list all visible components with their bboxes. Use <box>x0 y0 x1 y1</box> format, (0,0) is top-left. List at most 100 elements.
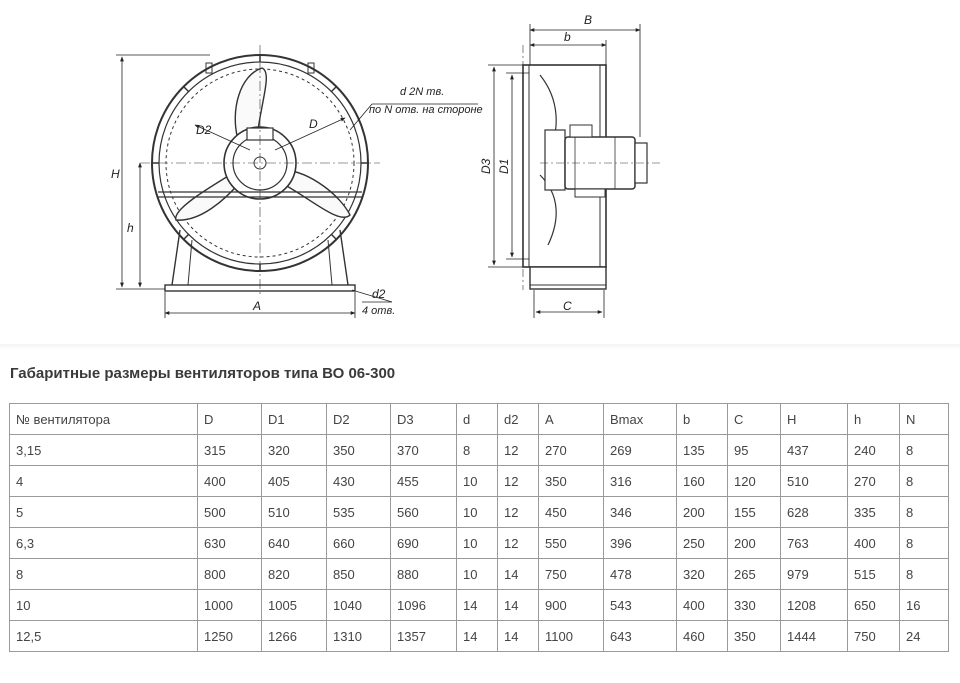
table-cell: 690 <box>390 527 457 559</box>
table-cell: 14 <box>497 620 539 652</box>
section-divider <box>0 344 960 350</box>
table-cell: 628 <box>780 496 848 528</box>
table-cell: 763 <box>780 527 848 559</box>
table-cell: 430 <box>326 465 391 497</box>
table-cell: 315 <box>197 434 262 466</box>
table-cell: 400 <box>847 527 900 559</box>
table-cell: 396 <box>603 527 677 559</box>
table-cell: 8 <box>899 434 949 466</box>
table-cell: 8 <box>456 434 498 466</box>
table-cell: 560 <box>390 496 457 528</box>
table-cell: 1444 <box>780 620 848 652</box>
table-cell: 643 <box>603 620 677 652</box>
table-cell: 6,3 <box>9 527 198 559</box>
column-header: H <box>780 403 848 435</box>
fan-technical-drawing: H h D2 D A d2 4 отв. d 2N тв. по N отв. … <box>111 13 660 318</box>
table-cell: 1100 <box>538 620 604 652</box>
table-cell: 320 <box>261 434 327 466</box>
table-cell: 8 <box>899 496 949 528</box>
table-cell: 14 <box>456 620 498 652</box>
table-cell: 250 <box>676 527 728 559</box>
table-cell: 16 <box>899 589 949 621</box>
table-cell: 400 <box>676 589 728 621</box>
column-header: b <box>676 403 728 435</box>
column-header: D3 <box>390 403 457 435</box>
table-cell: 370 <box>390 434 457 466</box>
table-cell: 478 <box>603 558 677 590</box>
table-cell: 135 <box>676 434 728 466</box>
dim-4-holes: 4 отв. <box>362 305 395 317</box>
table-cell: 24 <box>899 620 949 652</box>
table-cell: 3,15 <box>9 434 198 466</box>
table-cell: 4 <box>9 465 198 497</box>
table-cell: 1096 <box>390 589 457 621</box>
front-view <box>140 45 380 295</box>
dim-per-side: по N отв. на стороне <box>369 104 483 116</box>
table-cell: 316 <box>603 465 677 497</box>
table-cell: 8 <box>899 527 949 559</box>
table-cell: 500 <box>197 496 262 528</box>
table-cell: 10 <box>456 558 498 590</box>
side-view-dimensions <box>488 24 641 318</box>
table-cell: 400 <box>197 465 262 497</box>
table-title: Габаритные размеры вентиляторов типа ВО … <box>10 365 396 382</box>
table-cell: 8 <box>9 558 198 590</box>
table-cell: 437 <box>780 434 848 466</box>
dim-d2: d2 <box>372 287 386 301</box>
table-cell: 450 <box>538 496 604 528</box>
table-cell: 10 <box>456 527 498 559</box>
table-cell: 160 <box>676 465 728 497</box>
table-cell: 12 <box>497 434 539 466</box>
table-cell: 8 <box>899 558 949 590</box>
table-cell: 14 <box>456 589 498 621</box>
table-cell: 640 <box>261 527 327 559</box>
table-cell: 455 <box>390 465 457 497</box>
table-cell: 320 <box>676 558 728 590</box>
table-cell: 650 <box>847 589 900 621</box>
table-cell: 200 <box>676 496 728 528</box>
table-cell: 1005 <box>261 589 327 621</box>
table-cell: 270 <box>538 434 604 466</box>
table-cell: 350 <box>326 434 391 466</box>
column-header: D1 <box>261 403 327 435</box>
table-cell: 155 <box>727 496 781 528</box>
table-cell: 200 <box>727 527 781 559</box>
table-cell: 543 <box>603 589 677 621</box>
table-cell: 350 <box>538 465 604 497</box>
table-cell: 1000 <box>197 589 262 621</box>
dim-b: b <box>564 30 571 44</box>
table-cell: 350 <box>727 620 781 652</box>
dim-h: h <box>127 221 134 235</box>
table-cell: 1266 <box>261 620 327 652</box>
table-cell: 510 <box>261 496 327 528</box>
table-cell: 1250 <box>197 620 262 652</box>
table-cell: 5 <box>9 496 198 528</box>
table-cell: 460 <box>676 620 728 652</box>
table-cell: 750 <box>538 558 604 590</box>
table-cell: 1310 <box>326 620 391 652</box>
table-cell: 10 <box>456 465 498 497</box>
table-cell: 1208 <box>780 589 848 621</box>
table-cell: 10 <box>456 496 498 528</box>
front-view-dimensions <box>116 54 478 318</box>
table-cell: 750 <box>847 620 900 652</box>
table-cell: 405 <box>261 465 327 497</box>
table-cell: 1357 <box>390 620 457 652</box>
column-header: d <box>456 403 498 435</box>
table-cell: 8 <box>899 465 949 497</box>
table-cell: 95 <box>727 434 781 466</box>
table-cell: 14 <box>497 589 539 621</box>
table-cell: 346 <box>603 496 677 528</box>
dim-D1: D1 <box>497 159 511 174</box>
column-header: d2 <box>497 403 539 435</box>
column-header: D2 <box>326 403 391 435</box>
table-cell: 979 <box>780 558 848 590</box>
column-header: № вентилятора <box>9 403 198 435</box>
table-cell: 630 <box>197 527 262 559</box>
